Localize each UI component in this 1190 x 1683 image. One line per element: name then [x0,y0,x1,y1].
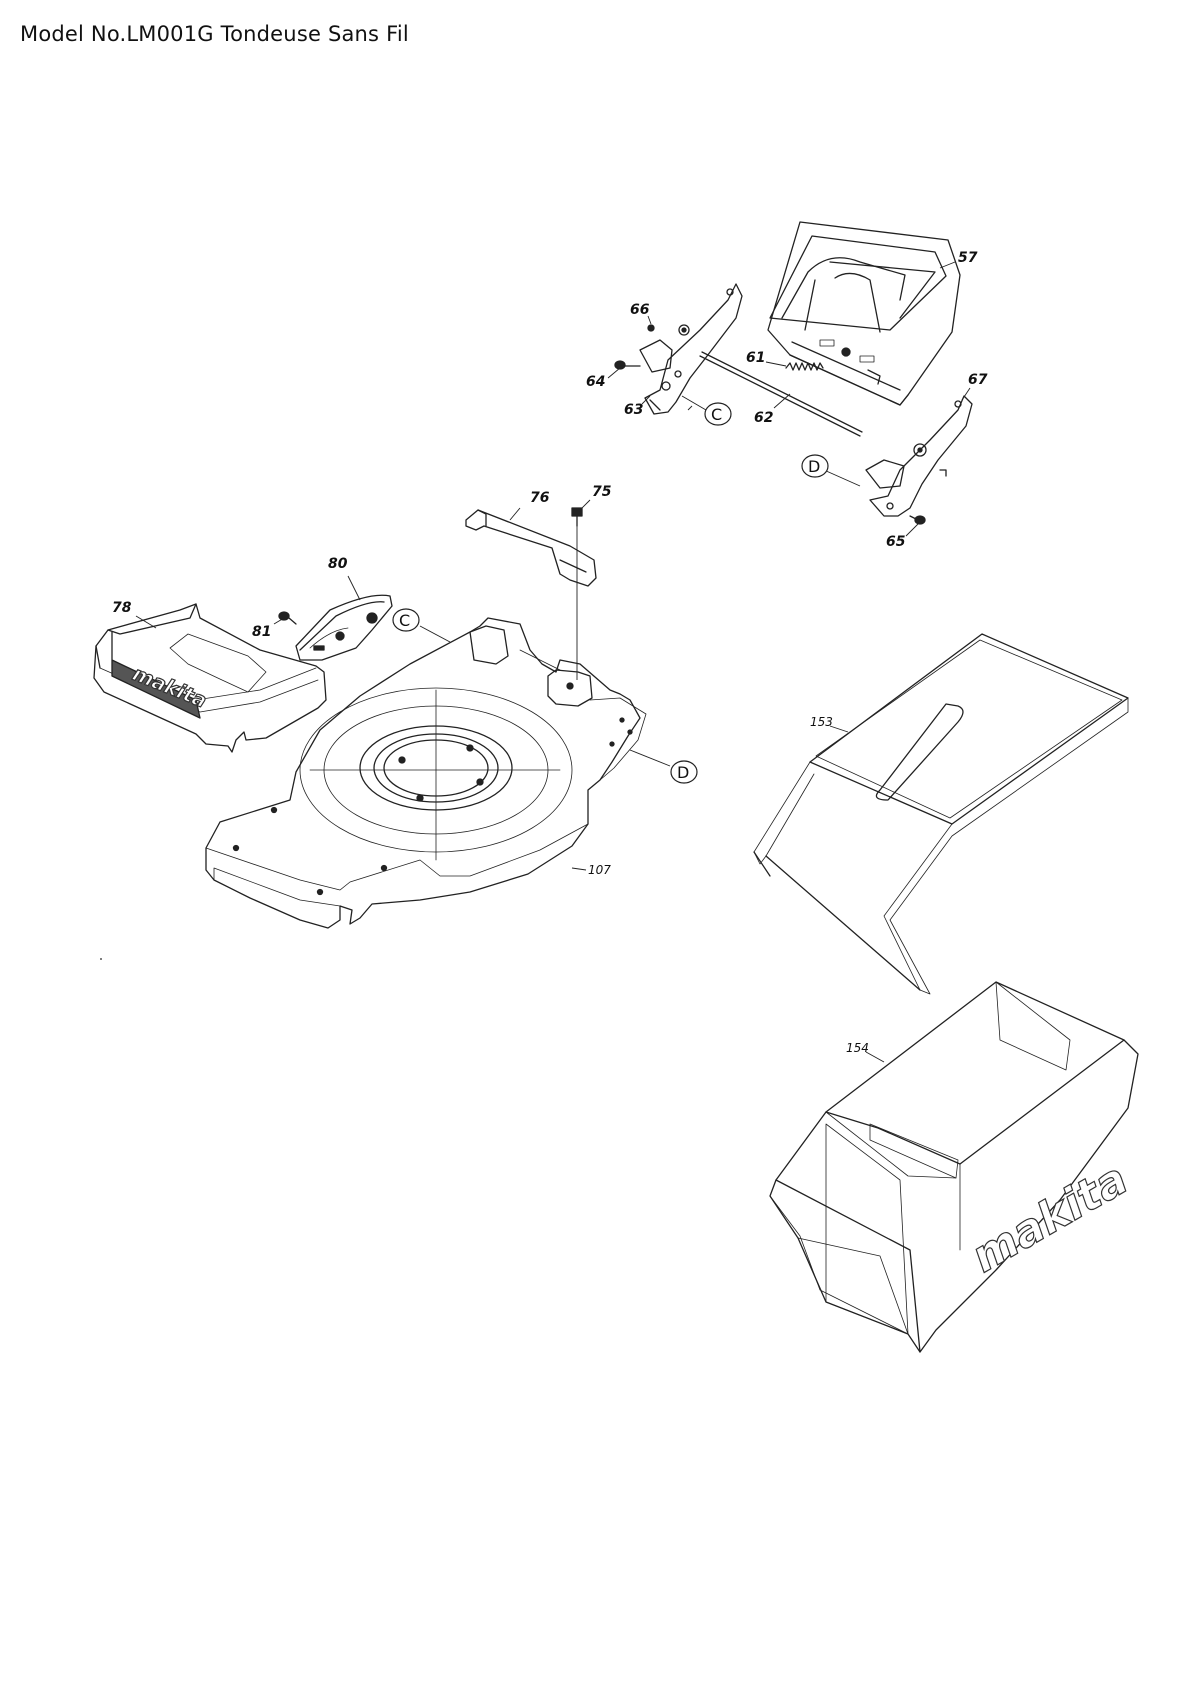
callout-67: 67 [968,372,988,388]
part-63-left-hinge-bracket [639,283,743,415]
part-57-rear-cover [767,221,961,406]
part-76-carry-handle [465,509,597,587]
callout-153: 153 [810,715,833,729]
part-81-screw [278,611,297,625]
callout-61: 61 [746,350,765,366]
callout-63: 63 [624,402,643,418]
callout-78: 78 [112,600,132,616]
part-80-height-plate [295,594,393,661]
callout-65: 65 [886,534,906,550]
part-66-small-screw [647,324,655,332]
callout-62: 62 [754,410,773,426]
part-107-deck [205,617,647,929]
callout-154: 154 [846,1041,869,1055]
part-64-screw [614,360,641,370]
page-title: Model No.LM001G Tondeuse Sans Fil [20,22,409,46]
part-65-screw [909,515,926,525]
part-61-spring [785,362,824,371]
callout-57: 57 [958,250,978,266]
part-153-bag-frame [753,633,1129,995]
ref-circle-c-lower [392,608,420,632]
part-75-screw [571,507,583,527]
callout-76: 76 [530,490,550,506]
part-78-front-cover: makita [93,603,327,753]
ref-circle-d-upper [801,454,829,478]
part-154-grass-bag: makita [769,981,1139,1353]
ref-label-c-upper: C [711,405,722,424]
callout-66: 66 [630,302,650,318]
part-67-right-hinge-bracket [865,395,973,517]
callout-64: 64 [586,374,605,390]
callout-numbers: 57 61 62 63 64 65 66 67 75 76 78 80 81 1… [112,250,988,1055]
callout-81: 81 [252,624,271,640]
callout-75: 75 [592,484,612,500]
brand-logo-grass-bag: makita [963,1153,1136,1282]
part-62-rod [699,351,863,437]
callout-80: 80 [328,556,348,572]
ref-label-c-lower: C [399,611,410,630]
ref-circle-c-upper [704,402,732,426]
callout-107: 107 [588,863,611,877]
ref-circle-d-lower [670,760,698,784]
stray-dot [100,958,102,960]
leader-lines [135,261,971,1063]
ref-label-d-upper: D [808,457,820,476]
ref-label-d-lower: D [677,763,689,782]
reference-markers: C D C D [392,402,829,784]
